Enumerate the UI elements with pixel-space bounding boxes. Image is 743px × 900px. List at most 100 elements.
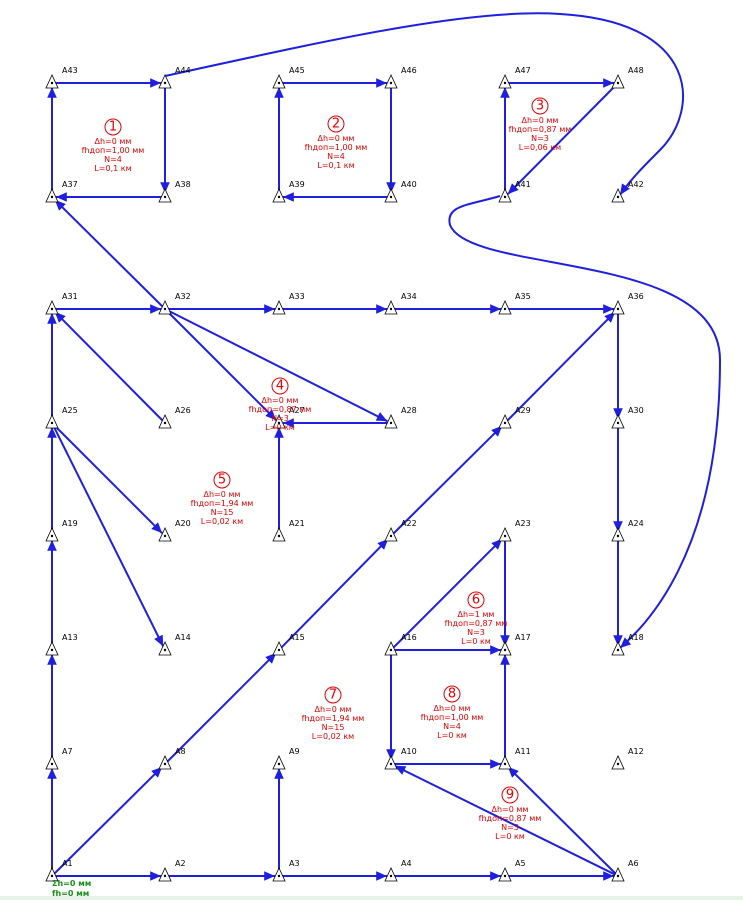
point-a12[interactable]: A12	[611, 747, 644, 770]
point-a21[interactable]: A21	[272, 519, 305, 542]
polygon-fh: fhдоп=1,00 мм	[82, 146, 145, 155]
point-a23[interactable]: A23	[498, 519, 531, 542]
point-label: A40	[401, 180, 417, 189]
edge-a22-a29	[392, 425, 503, 535]
point-a41[interactable]: A41	[498, 180, 531, 203]
point-a48[interactable]: A48	[611, 66, 644, 89]
point-dot	[277, 534, 281, 538]
point-a34[interactable]: A34	[384, 292, 417, 315]
point-label: A2	[175, 859, 186, 868]
benchmark-triangle-icon	[158, 527, 172, 542]
point-a26[interactable]: A26	[158, 406, 191, 429]
point-label: A7	[62, 747, 73, 756]
point-a10[interactable]: A10	[384, 747, 417, 770]
point-dot	[503, 762, 507, 766]
benchmark-triangle-icon	[45, 414, 59, 429]
point-label: A28	[401, 406, 417, 415]
point-a25[interactable]: A25	[45, 406, 78, 429]
point-a46[interactable]: A46	[384, 66, 417, 89]
point-a6[interactable]: A6	[611, 859, 639, 882]
polygon-dh: Δh=0 мм	[522, 116, 559, 125]
benchmark-triangle-icon	[272, 867, 286, 882]
point-a24[interactable]: A24	[611, 519, 644, 542]
polygon-n: N=4	[443, 722, 461, 731]
point-a11[interactable]: A11	[498, 747, 531, 770]
point-label: A44	[175, 66, 191, 75]
edge-a25-a14	[52, 425, 165, 647]
point-a14[interactable]: A14	[158, 633, 191, 656]
point-a47[interactable]: A47	[498, 66, 531, 89]
polygon-fh: fhдоп=1,00 мм	[305, 143, 368, 152]
point-dot	[503, 195, 507, 199]
benchmark-triangle-icon	[272, 641, 286, 656]
point-dot	[163, 421, 167, 425]
polygon-number-circle	[443, 685, 461, 703]
benchmark-triangle-icon	[45, 755, 59, 770]
point-a45[interactable]: A45	[272, 66, 305, 89]
point-a1[interactable]: A1	[45, 859, 73, 882]
polygon-number-circle	[324, 686, 342, 704]
polygon-l: L=0,06 км	[519, 143, 561, 152]
point-label: A25	[62, 406, 78, 415]
point-a43[interactable]: A43	[45, 66, 78, 89]
point-a13[interactable]: A13	[45, 633, 78, 656]
point-a35[interactable]: A35	[498, 292, 531, 315]
point-label: A8	[175, 747, 186, 756]
point-a32[interactable]: A32	[158, 292, 191, 315]
point-a15[interactable]: A15	[272, 633, 305, 656]
point-a31[interactable]: A31	[45, 292, 78, 315]
polygon-number: 3	[536, 99, 544, 114]
point-a20[interactable]: A20	[158, 519, 191, 542]
point-a39[interactable]: A39	[272, 180, 305, 203]
polygon-dh: Δh=1 мм	[458, 610, 495, 619]
point-a16[interactable]: A16	[384, 633, 417, 656]
point-a29[interactable]: A29	[498, 406, 531, 429]
point-a3[interactable]: A3	[272, 859, 300, 882]
edge-a29-a36	[506, 311, 616, 422]
point-dot	[50, 195, 54, 199]
point-a5[interactable]: A5	[498, 859, 526, 882]
benchmark-triangle-icon	[611, 74, 625, 89]
polygon-n: N=4	[104, 155, 122, 164]
point-a40[interactable]: A40	[384, 180, 417, 203]
edge-a32-a28	[167, 309, 388, 423]
benchmark-triangle-icon	[498, 641, 512, 656]
point-a4[interactable]: A4	[384, 859, 412, 882]
point-label: A42	[628, 180, 644, 189]
point-a37[interactable]: A37	[45, 180, 78, 203]
benchmark-triangle-icon	[45, 74, 59, 89]
point-a38[interactable]: A38	[158, 180, 191, 203]
benchmark-triangle-icon	[611, 414, 625, 429]
edge-a25-a20	[53, 424, 163, 534]
point-a9[interactable]: A9	[272, 747, 300, 770]
point-dot	[163, 762, 167, 766]
point-a44[interactable]: A44	[158, 66, 191, 89]
point-dot	[50, 648, 54, 652]
point-a36[interactable]: A36	[611, 292, 644, 315]
point-a18[interactable]: A18	[611, 633, 644, 656]
point-dot	[389, 534, 393, 538]
point-a22[interactable]: A22	[384, 519, 417, 542]
point-a33[interactable]: A33	[272, 292, 305, 315]
point-a8[interactable]: A8	[158, 747, 186, 770]
point-dot	[503, 874, 507, 878]
point-a30[interactable]: A30	[611, 406, 644, 429]
polygon-l: L=0 км	[461, 637, 491, 646]
point-a19[interactable]: A19	[45, 519, 78, 542]
point-a28[interactable]: A28	[384, 406, 417, 429]
point-label: A24	[628, 519, 644, 528]
point-a27[interactable]: A27	[272, 406, 305, 429]
polygon-l: L=0,02 км	[201, 517, 243, 526]
point-label: A41	[515, 180, 531, 189]
benchmark-triangle-icon	[498, 300, 512, 315]
polygon-l: L=0,1 км	[317, 161, 354, 170]
footer-fh: fh=0 мм	[52, 889, 89, 898]
point-a42[interactable]: A42	[611, 180, 644, 203]
point-a17[interactable]: A17	[498, 633, 531, 656]
point-a7[interactable]: A7	[45, 747, 73, 770]
point-a2[interactable]: A2	[158, 859, 186, 882]
